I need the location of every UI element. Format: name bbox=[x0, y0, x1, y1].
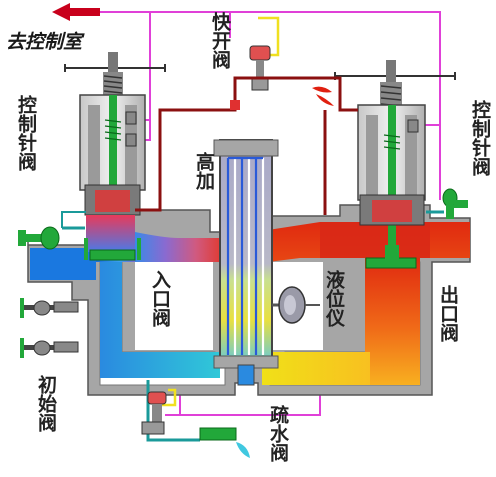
hp-heater bbox=[213, 139, 279, 386]
drain-drop-icon bbox=[236, 442, 250, 458]
drain-valve bbox=[141, 380, 250, 458]
left-control-needle-valve bbox=[64, 52, 166, 261]
right-side-needle-valve bbox=[426, 188, 468, 219]
arrow-left-icon bbox=[52, 3, 100, 21]
hp-heater-label: 高加 bbox=[193, 152, 215, 190]
handwheel-icon bbox=[64, 52, 166, 95]
to-control-room-label: 去控制室 bbox=[6, 31, 83, 53]
actuator-icon bbox=[249, 45, 271, 91]
outlet-water-flow bbox=[262, 222, 470, 385]
right-control-needle-valve-label: 控制针阀 bbox=[469, 100, 491, 176]
initial-valve-label: 初始阀 bbox=[35, 375, 57, 432]
outlet-valve-label: 出口阀 bbox=[437, 285, 459, 342]
drain-valve-label: 疏水阀 bbox=[267, 405, 289, 462]
right-control-needle-valve bbox=[334, 60, 456, 269]
diaphragm-icon bbox=[272, 286, 320, 324]
left-side-needle-valve bbox=[18, 211, 86, 250]
handwheel-icon bbox=[334, 60, 456, 108]
left-control-needle-valve-label: 控制针阀 bbox=[15, 95, 37, 171]
inlet-valve-label: 入口阀 bbox=[149, 270, 171, 327]
fast-open-valve-label: 快开阀 bbox=[209, 12, 231, 69]
fast-open-valve bbox=[135, 16, 358, 215]
initial-valves bbox=[20, 298, 79, 358]
level-gauge-label: 液位仪 bbox=[323, 270, 345, 327]
